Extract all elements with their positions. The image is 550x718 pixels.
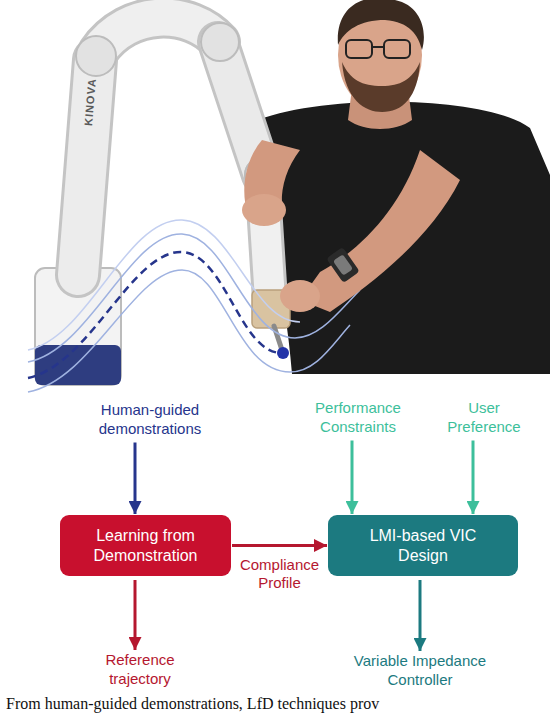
text-node: Reference trajectory	[80, 651, 200, 689]
edge-label: Compliance Profile	[234, 556, 326, 594]
arrow-connector	[419, 580, 422, 651]
text-node: Human-guided demonstrations	[75, 401, 225, 439]
shirt	[248, 102, 550, 374]
brand-label: KINOVA	[82, 78, 98, 127]
hand	[242, 194, 286, 226]
arm	[300, 150, 460, 312]
node-text: User Preference	[434, 399, 534, 437]
glasses	[384, 40, 410, 58]
arrow-connector	[232, 544, 327, 547]
text-node: User Preference	[434, 399, 534, 437]
watch-face	[333, 254, 353, 276]
arrow-connector	[134, 580, 137, 650]
trajectory	[28, 220, 360, 392]
node-text: Variable Impedance Controller	[335, 652, 505, 690]
node-text: Human-guided demonstrations	[75, 401, 225, 439]
glasses	[346, 40, 372, 58]
node-text: LMI-based VIC Design	[352, 526, 494, 566]
glasses	[372, 46, 384, 48]
arrow-connector	[472, 441, 475, 515]
node-text: Performance Constraints	[288, 399, 428, 437]
robot-joint	[201, 23, 239, 61]
robot-joint	[76, 36, 116, 76]
arrow-connector	[351, 441, 354, 515]
tool-rod	[274, 326, 282, 350]
trajectory-dot	[277, 347, 289, 359]
watch	[326, 247, 360, 283]
beard	[342, 62, 420, 112]
robot-base-band	[35, 345, 121, 385]
text-node: Variable Impedance Controller	[335, 652, 505, 690]
hair	[338, 0, 424, 50]
arrow-connector	[134, 443, 137, 515]
process-box: Learning from Demonstration	[60, 515, 231, 576]
node-text: Learning from Demonstration	[84, 526, 207, 566]
text-node: Performance Constraints	[288, 399, 428, 437]
node-text: Reference trajectory	[80, 651, 200, 689]
hand	[280, 280, 320, 312]
figure-caption: From human-guided demonstrations, LfD te…	[6, 694, 544, 713]
process-box: LMI-based VIC Design	[328, 515, 518, 576]
